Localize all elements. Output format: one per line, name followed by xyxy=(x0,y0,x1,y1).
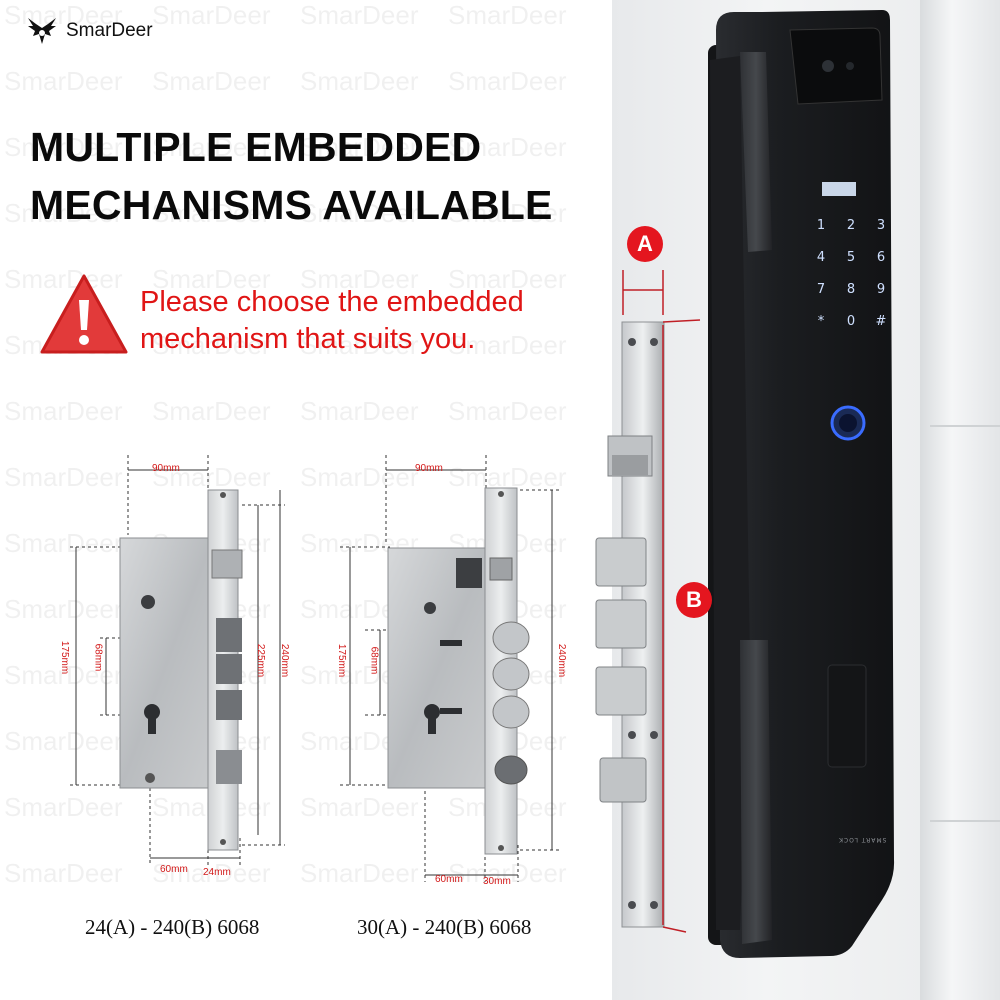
keypad-key: 6 xyxy=(876,250,886,265)
mech-a-dim-60: 60mm xyxy=(160,864,188,875)
door-molding-line xyxy=(930,425,1000,427)
keypad-key: 9 xyxy=(876,282,886,297)
watermark-text: SmarDeer xyxy=(152,396,271,426)
door-molding-line xyxy=(930,820,1000,822)
watermark-text: SmarDeer xyxy=(152,0,271,30)
watermark-text: SmarDeer xyxy=(152,66,271,96)
keypad-key: 8 xyxy=(846,282,856,297)
keypad-key: 1 xyxy=(816,218,826,233)
watermark-text: SmarDeer xyxy=(448,396,567,426)
headline-line-1: MULTIPLE EMBEDDED xyxy=(30,124,482,170)
mech-b-dim-30: 30mm xyxy=(483,876,511,887)
brand-name: SmarDeer xyxy=(66,20,153,41)
keypad-key: 7 xyxy=(816,282,826,297)
mech-a-dim-68: 68mm xyxy=(92,643,104,672)
mech-a-dim-225: 225mm xyxy=(255,643,267,678)
watermark-text: SmarDeer xyxy=(448,66,567,96)
watermark-text: SmarDeer xyxy=(300,0,419,30)
mech-a-dim-240: 240mm xyxy=(279,643,291,678)
watermark-text: SmarDeer xyxy=(300,396,419,426)
lock-label: SMART LOCK xyxy=(838,836,887,843)
mech-b-dim-175: 175mm xyxy=(336,643,348,678)
keypad-key: * xyxy=(817,314,825,329)
callout-a: A xyxy=(627,226,663,262)
notice-text: Please choose the embedded mechanism tha… xyxy=(140,284,610,358)
mech-a-dim-width: 90mm xyxy=(152,463,180,474)
mech-b-dim-240: 240mm xyxy=(556,643,568,678)
headline: MULTIPLE EMBEDDED MECHANISMS AVAILABLE xyxy=(30,118,620,234)
keypad-key: 3 xyxy=(876,218,886,233)
mech-a-caption: 24(A) - 240(B) 6068 xyxy=(85,915,260,939)
keypad-key: 4 xyxy=(816,250,826,265)
watermark-text: SmarDeer xyxy=(300,66,419,96)
watermark-text: SmarDeer xyxy=(4,396,123,426)
notice-line-2: mechanism that suits you. xyxy=(140,323,476,355)
mech-b-dim-68: 68mm xyxy=(368,646,380,675)
callout-b: B xyxy=(676,582,712,618)
watermark-text: SmarDeer xyxy=(448,0,567,30)
notice-line-1: Please choose the embedded xyxy=(140,286,524,318)
door-panel xyxy=(920,0,1000,1000)
headline-line-2: MECHANISMS AVAILABLE xyxy=(30,182,553,228)
watermark-text: SmarDeer xyxy=(4,66,123,96)
mech-b-dim-60: 60mm xyxy=(435,874,463,885)
brand-logo: SmarDeer xyxy=(24,14,153,48)
warning-triangle-icon xyxy=(40,274,128,354)
keypad-key: # xyxy=(875,314,887,329)
smart-lock-photo xyxy=(595,10,895,958)
keypad-key: 0 xyxy=(846,314,856,329)
mechanism-a-diagram xyxy=(70,455,285,865)
keypad-key: 2 xyxy=(846,218,856,233)
mech-b-dim-width: 90mm xyxy=(415,463,443,474)
mechanism-b-diagram xyxy=(340,455,560,882)
mech-b-caption: 30(A) - 240(B) 6068 xyxy=(357,915,532,939)
mech-a-dim-24: 24mm xyxy=(203,867,231,878)
mech-a-dim-175: 175mm xyxy=(59,640,71,675)
keypad-key: 5 xyxy=(846,250,856,265)
deer-logo-icon xyxy=(28,18,56,44)
